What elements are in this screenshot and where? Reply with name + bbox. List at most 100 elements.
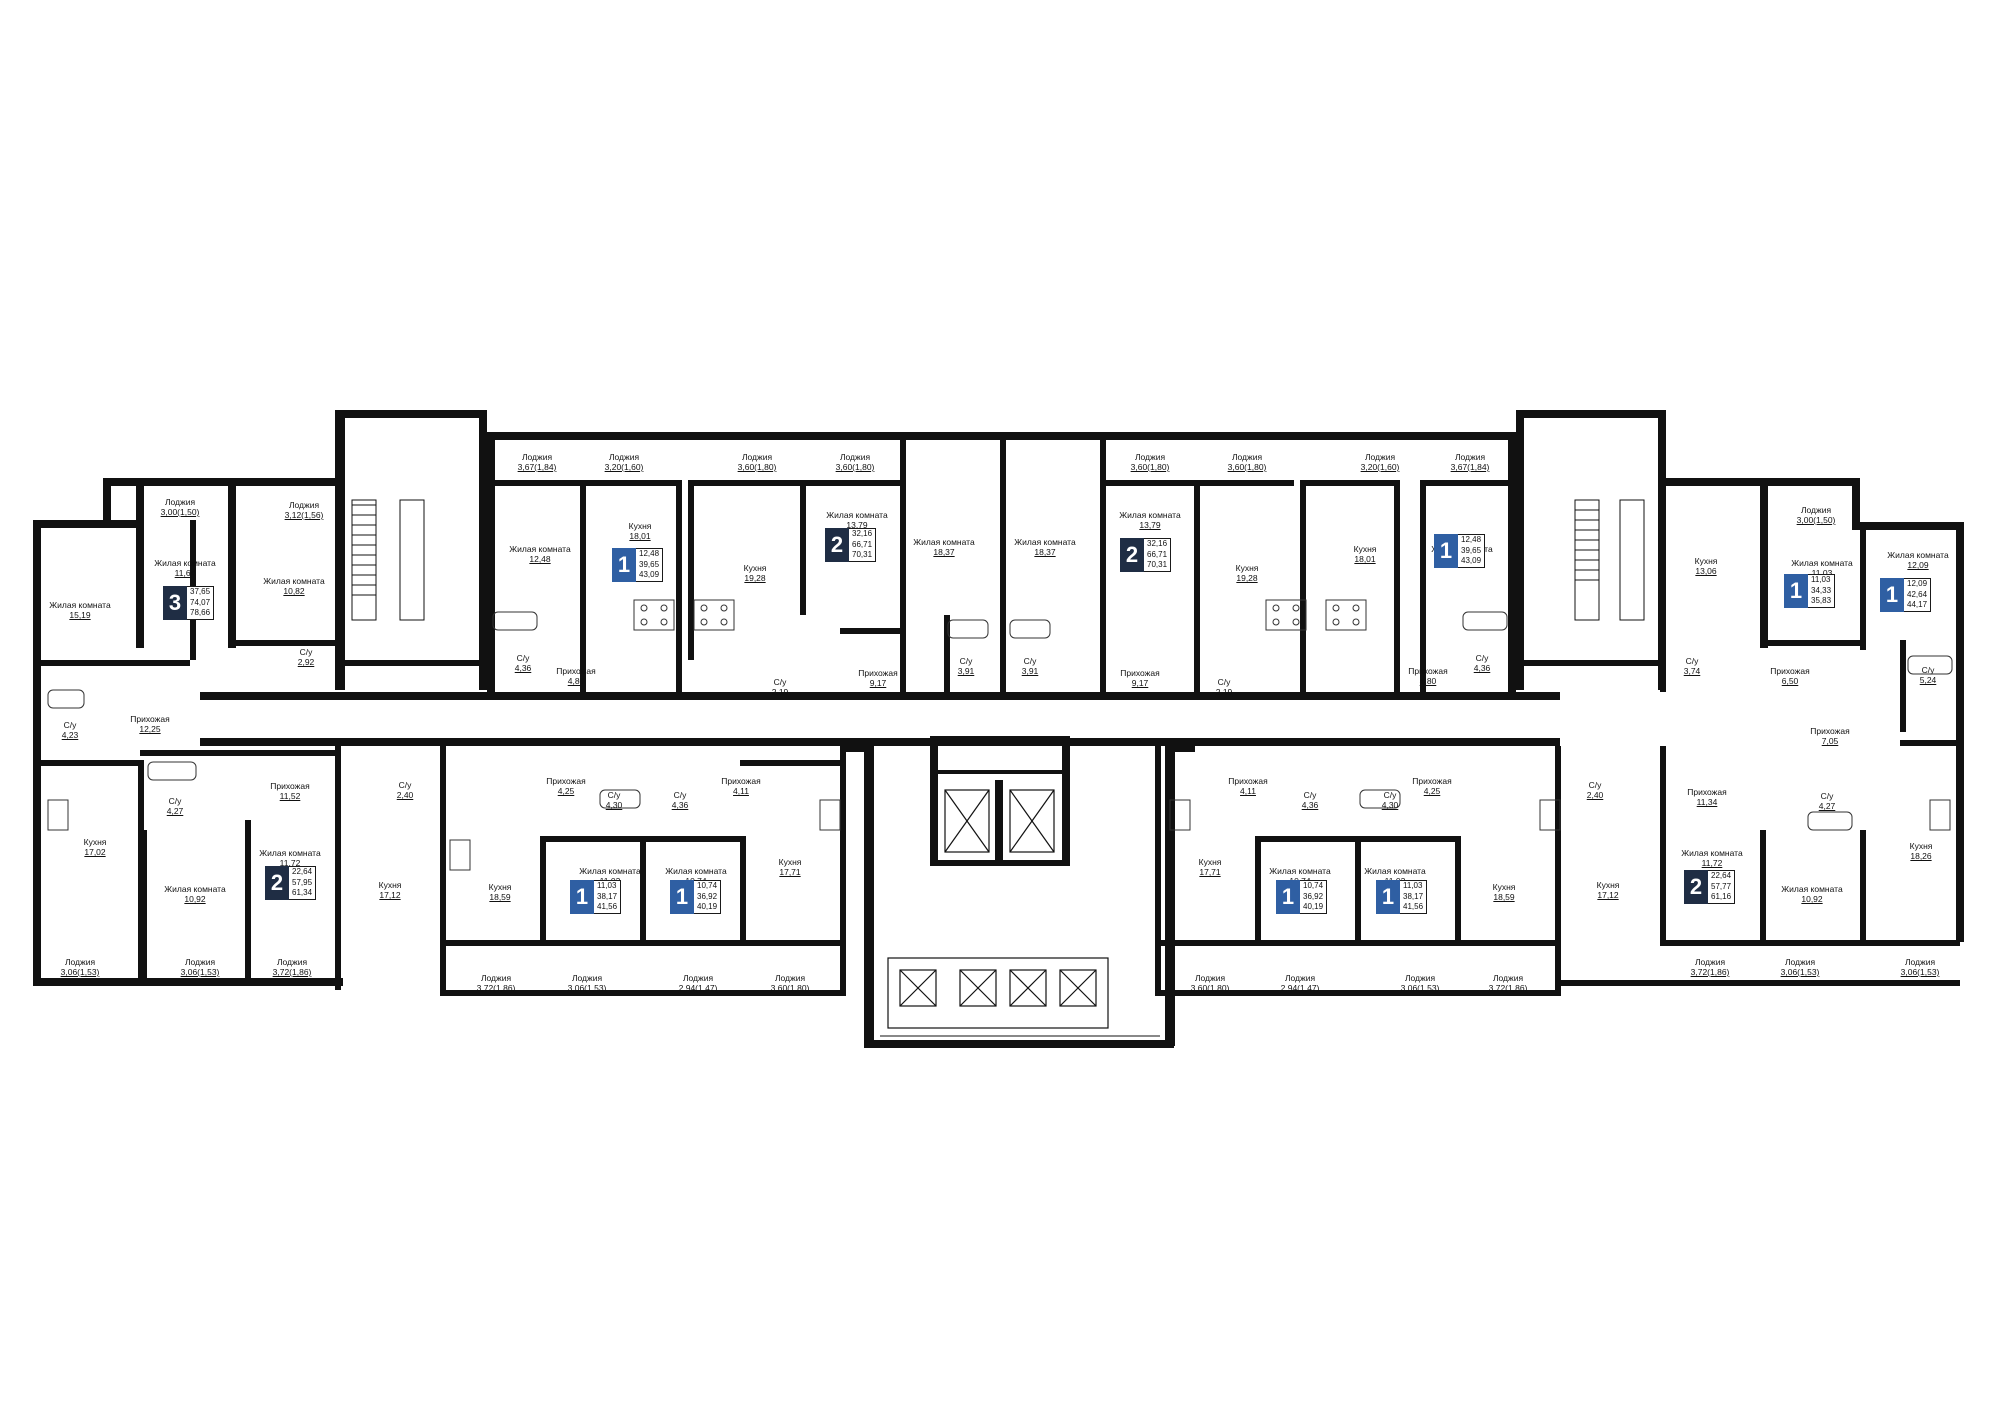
- room-name: Лоджия: [276, 957, 308, 967]
- apartment-area-value: 40,19: [697, 902, 718, 912]
- room-area: 4,27: [1818, 801, 1836, 811]
- room-name: Прихожая: [130, 714, 170, 724]
- room-area: 18,37: [1034, 547, 1056, 557]
- room-name: Кухня: [1198, 857, 1222, 867]
- room-name: С/у: [1475, 653, 1489, 663]
- room-area: 3,91: [1021, 666, 1039, 676]
- room-area: 3,12(1,56): [284, 510, 324, 520]
- room-area: 15,19: [69, 610, 91, 620]
- room-area: 3,06(1,53): [1780, 967, 1820, 977]
- room-name: Кухня: [1694, 556, 1718, 566]
- room-area: 10,82: [283, 586, 305, 596]
- room-area: 4,80: [567, 676, 585, 686]
- room-area: 3,74: [1683, 666, 1701, 676]
- room-name: Кухня: [1235, 563, 1259, 573]
- room-name: С/у: [1023, 656, 1037, 666]
- room-name: Прихожая: [270, 781, 310, 791]
- apartment-area-value: 22,64: [292, 867, 313, 877]
- apartment-area-value: 66,71: [852, 539, 873, 549]
- room-name: Кухня: [1492, 882, 1516, 892]
- room-name: Прихожая: [721, 776, 761, 786]
- room-name: С/у: [1820, 791, 1834, 801]
- room-area: 13,79: [846, 520, 868, 530]
- apartment-area-value: 43,09: [1461, 556, 1482, 566]
- room-name: Жилая комната: [263, 576, 325, 586]
- apartment-area-value: 10,74: [697, 881, 718, 891]
- room-area: 4,25: [1423, 786, 1441, 796]
- apartment-area-value: 74,07: [190, 597, 211, 607]
- room-name: Кухня: [378, 880, 402, 890]
- room-area: 7,05: [1821, 736, 1839, 746]
- room-name: Лоджия: [774, 973, 806, 983]
- room-name: С/у: [1383, 790, 1397, 800]
- room-name: Прихожая: [1120, 668, 1160, 678]
- room-name: Жилая комната: [1269, 866, 1331, 876]
- room-name: Лоджия: [1784, 957, 1816, 967]
- room-name: Прихожая: [546, 776, 586, 786]
- elevator-icon: [887, 789, 1109, 1029]
- room-name: Жилая комната: [1791, 558, 1853, 568]
- room-area: 13,06: [1695, 566, 1717, 576]
- room-area: 3,67(1,84): [1450, 462, 1490, 472]
- room-name: Прихожая: [1810, 726, 1850, 736]
- room-area: 3,67(1,84): [517, 462, 557, 472]
- apartment-room-count: 1: [1376, 880, 1400, 914]
- room-area: 17,71: [1199, 867, 1221, 877]
- room-name: Жилая комната: [1364, 866, 1426, 876]
- room-name: С/у: [959, 656, 973, 666]
- room-name: Лоджия: [288, 500, 320, 510]
- apartment-area-value: 57,95: [292, 877, 313, 887]
- apartment-area-value: 12,48: [1461, 535, 1482, 545]
- room-name: С/у: [773, 677, 787, 687]
- apartment-area-value: 43,09: [639, 570, 660, 580]
- room-area: 17,71: [779, 867, 801, 877]
- room-area: 3,72(1,86): [1488, 983, 1528, 993]
- apartment-area-value: 37,65: [190, 587, 211, 597]
- room-area: 3,60(1,80): [835, 462, 875, 472]
- room-name: Жилая комната: [1014, 537, 1076, 547]
- room-area: 19,28: [744, 573, 766, 583]
- room-name: Прихожая: [1412, 776, 1452, 786]
- apartment-room-count: 1: [570, 880, 594, 914]
- room-area: 6,50: [1781, 676, 1799, 686]
- apartment-area-value: 34,33: [1811, 585, 1832, 595]
- room-name: Лоджия: [1904, 957, 1936, 967]
- room-name: С/у: [1303, 790, 1317, 800]
- room-name: Лоджия: [64, 957, 96, 967]
- room-name: Прихожая: [1228, 776, 1268, 786]
- apartment-area-value: 41,56: [1403, 902, 1424, 912]
- room-name: Лоджия: [682, 973, 714, 983]
- room-area: 11,52: [279, 791, 301, 801]
